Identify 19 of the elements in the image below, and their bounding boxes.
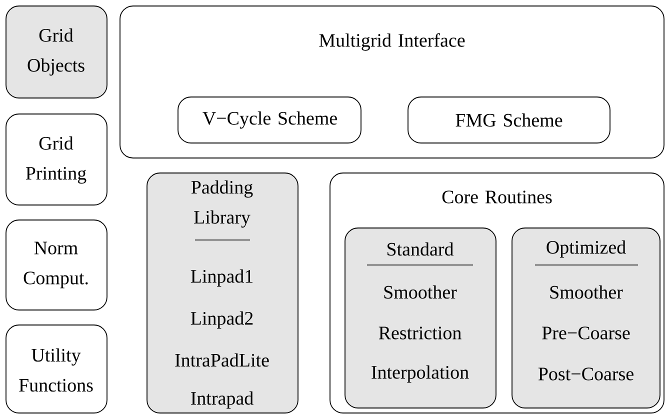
list-item: Linpad1 bbox=[190, 269, 253, 287]
list-item: Smoother bbox=[550, 285, 623, 299]
underlined-heading: Optimized bbox=[534, 240, 638, 266]
module-box: Grid Printing bbox=[6, 114, 108, 206]
list-item: Intrapad bbox=[191, 391, 254, 409]
underlined-heading: Padding Library bbox=[191, 180, 253, 240]
module-box: Utility Functions bbox=[6, 324, 108, 414]
list-item: Restriction bbox=[378, 326, 462, 340]
scheme-box: V−Cycle Scheme bbox=[178, 96, 362, 144]
module-box: Norm Comput. bbox=[6, 220, 108, 310]
list-item: Linpad2 bbox=[190, 311, 253, 329]
list-item: IntraPadLite bbox=[175, 353, 269, 367]
list-item: Smoother bbox=[384, 285, 457, 299]
scheme-box: FMG Scheme bbox=[408, 96, 610, 144]
list-item: Pre−Coarse bbox=[542, 326, 630, 340]
list-item: Post−Coarse bbox=[538, 368, 634, 380]
list-item: Interpolation bbox=[372, 365, 469, 383]
underlined-heading: Standard bbox=[366, 242, 474, 266]
module-box: Grid Objects bbox=[6, 6, 108, 98]
